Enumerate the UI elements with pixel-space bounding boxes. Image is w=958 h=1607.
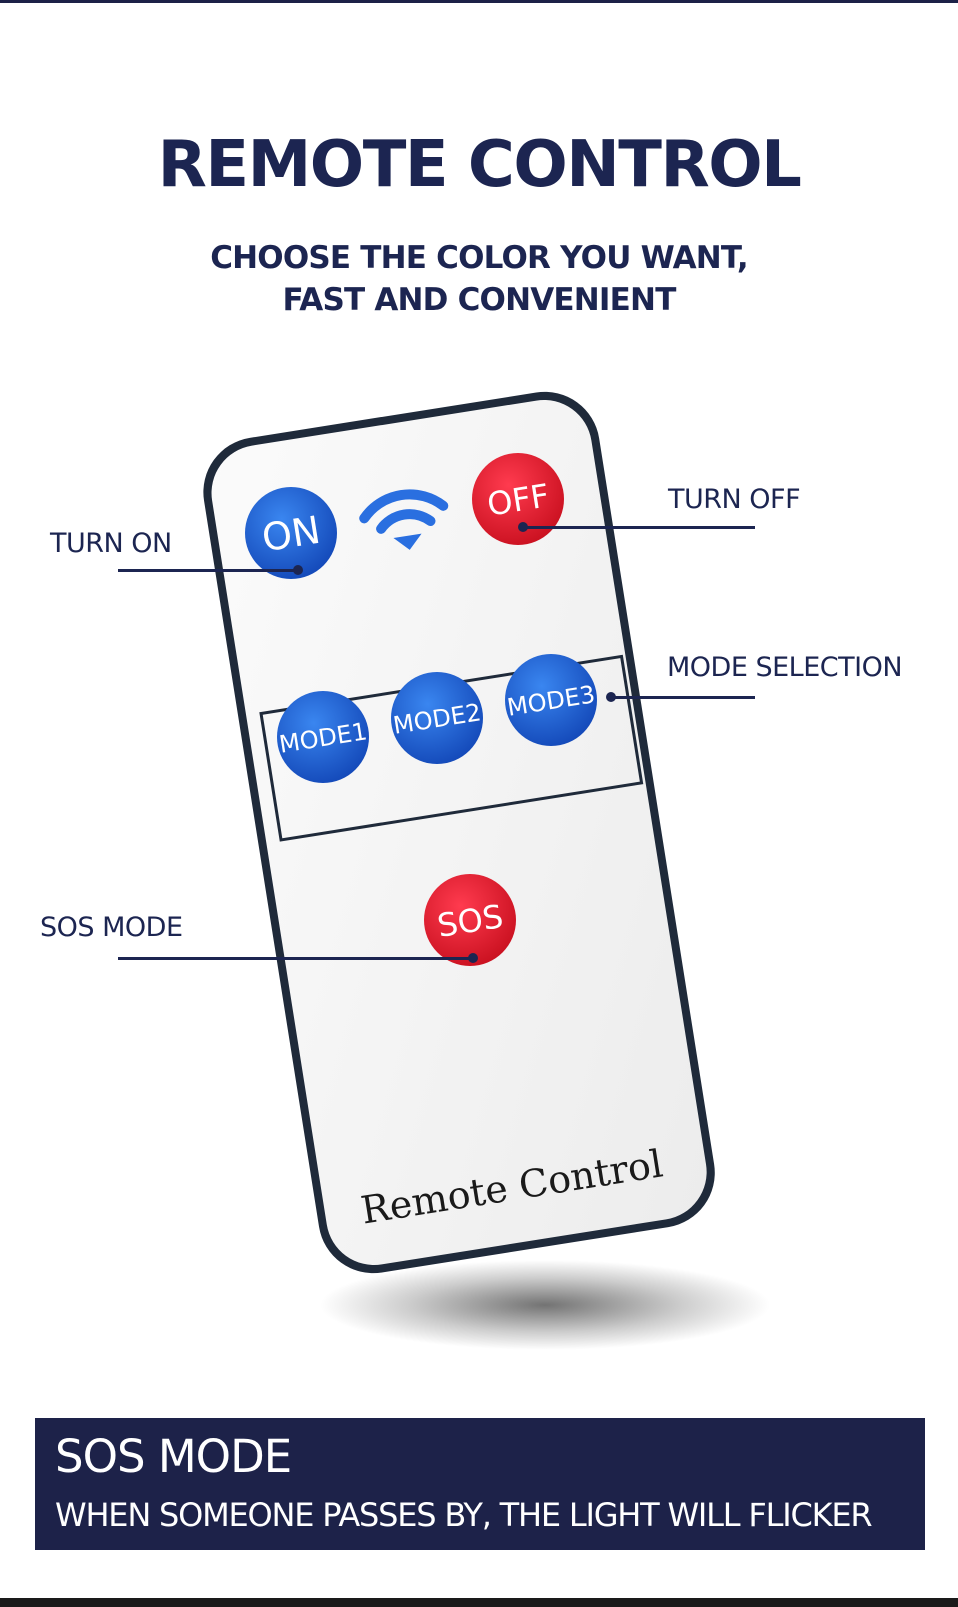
bottom-divider	[0, 1598, 958, 1607]
on-button[interactable]: ON	[245, 487, 337, 579]
sos-button[interactable]: SOS	[424, 874, 516, 966]
remote-body	[211, 399, 707, 1266]
turn-on-callout-dot	[293, 565, 303, 575]
turn-off-callout-line	[523, 526, 755, 529]
remote-shadow	[320, 1260, 770, 1350]
remote-illustration: ON OFF MODE1 MODE2 MODE3 SOS Remote Cont…	[203, 391, 770, 1350]
sos-info-banner: SOS MODE WHEN SOMEONE PASSES BY, THE LIG…	[35, 1418, 925, 1550]
sos-callout-line	[118, 957, 473, 960]
sos-mode-label: SOS MODE	[40, 912, 183, 943]
top-divider	[0, 0, 958, 3]
mode2-button[interactable]: MODE2	[391, 672, 483, 764]
banner-description: WHEN SOMEONE PASSES BY, THE LIGHT WILL F…	[55, 1496, 873, 1534]
turn-on-callout-line	[118, 569, 298, 572]
sos-callout-dot	[468, 953, 478, 963]
subtitle-line-2: FAST AND CONVENIENT	[282, 282, 676, 318]
turn-off-label: TURN OFF	[668, 484, 801, 515]
off-button[interactable]: OFF	[472, 453, 564, 545]
banner-title: SOS MODE	[55, 1430, 292, 1483]
subtitle-line-1: CHOOSE THE COLOR YOU WANT,	[210, 240, 748, 276]
mode-selection-label: MODE SELECTION	[667, 652, 903, 683]
on-button-label: ON	[259, 508, 324, 561]
mode3-button[interactable]: MODE3	[505, 654, 597, 746]
turn-on-label: TURN ON	[50, 528, 172, 559]
mode-callout-line	[611, 696, 755, 699]
wifi-signal-icon	[359, 489, 449, 550]
page-title: REMOTE CONTROL	[157, 128, 802, 202]
mode1-button[interactable]: MODE1	[277, 691, 369, 783]
